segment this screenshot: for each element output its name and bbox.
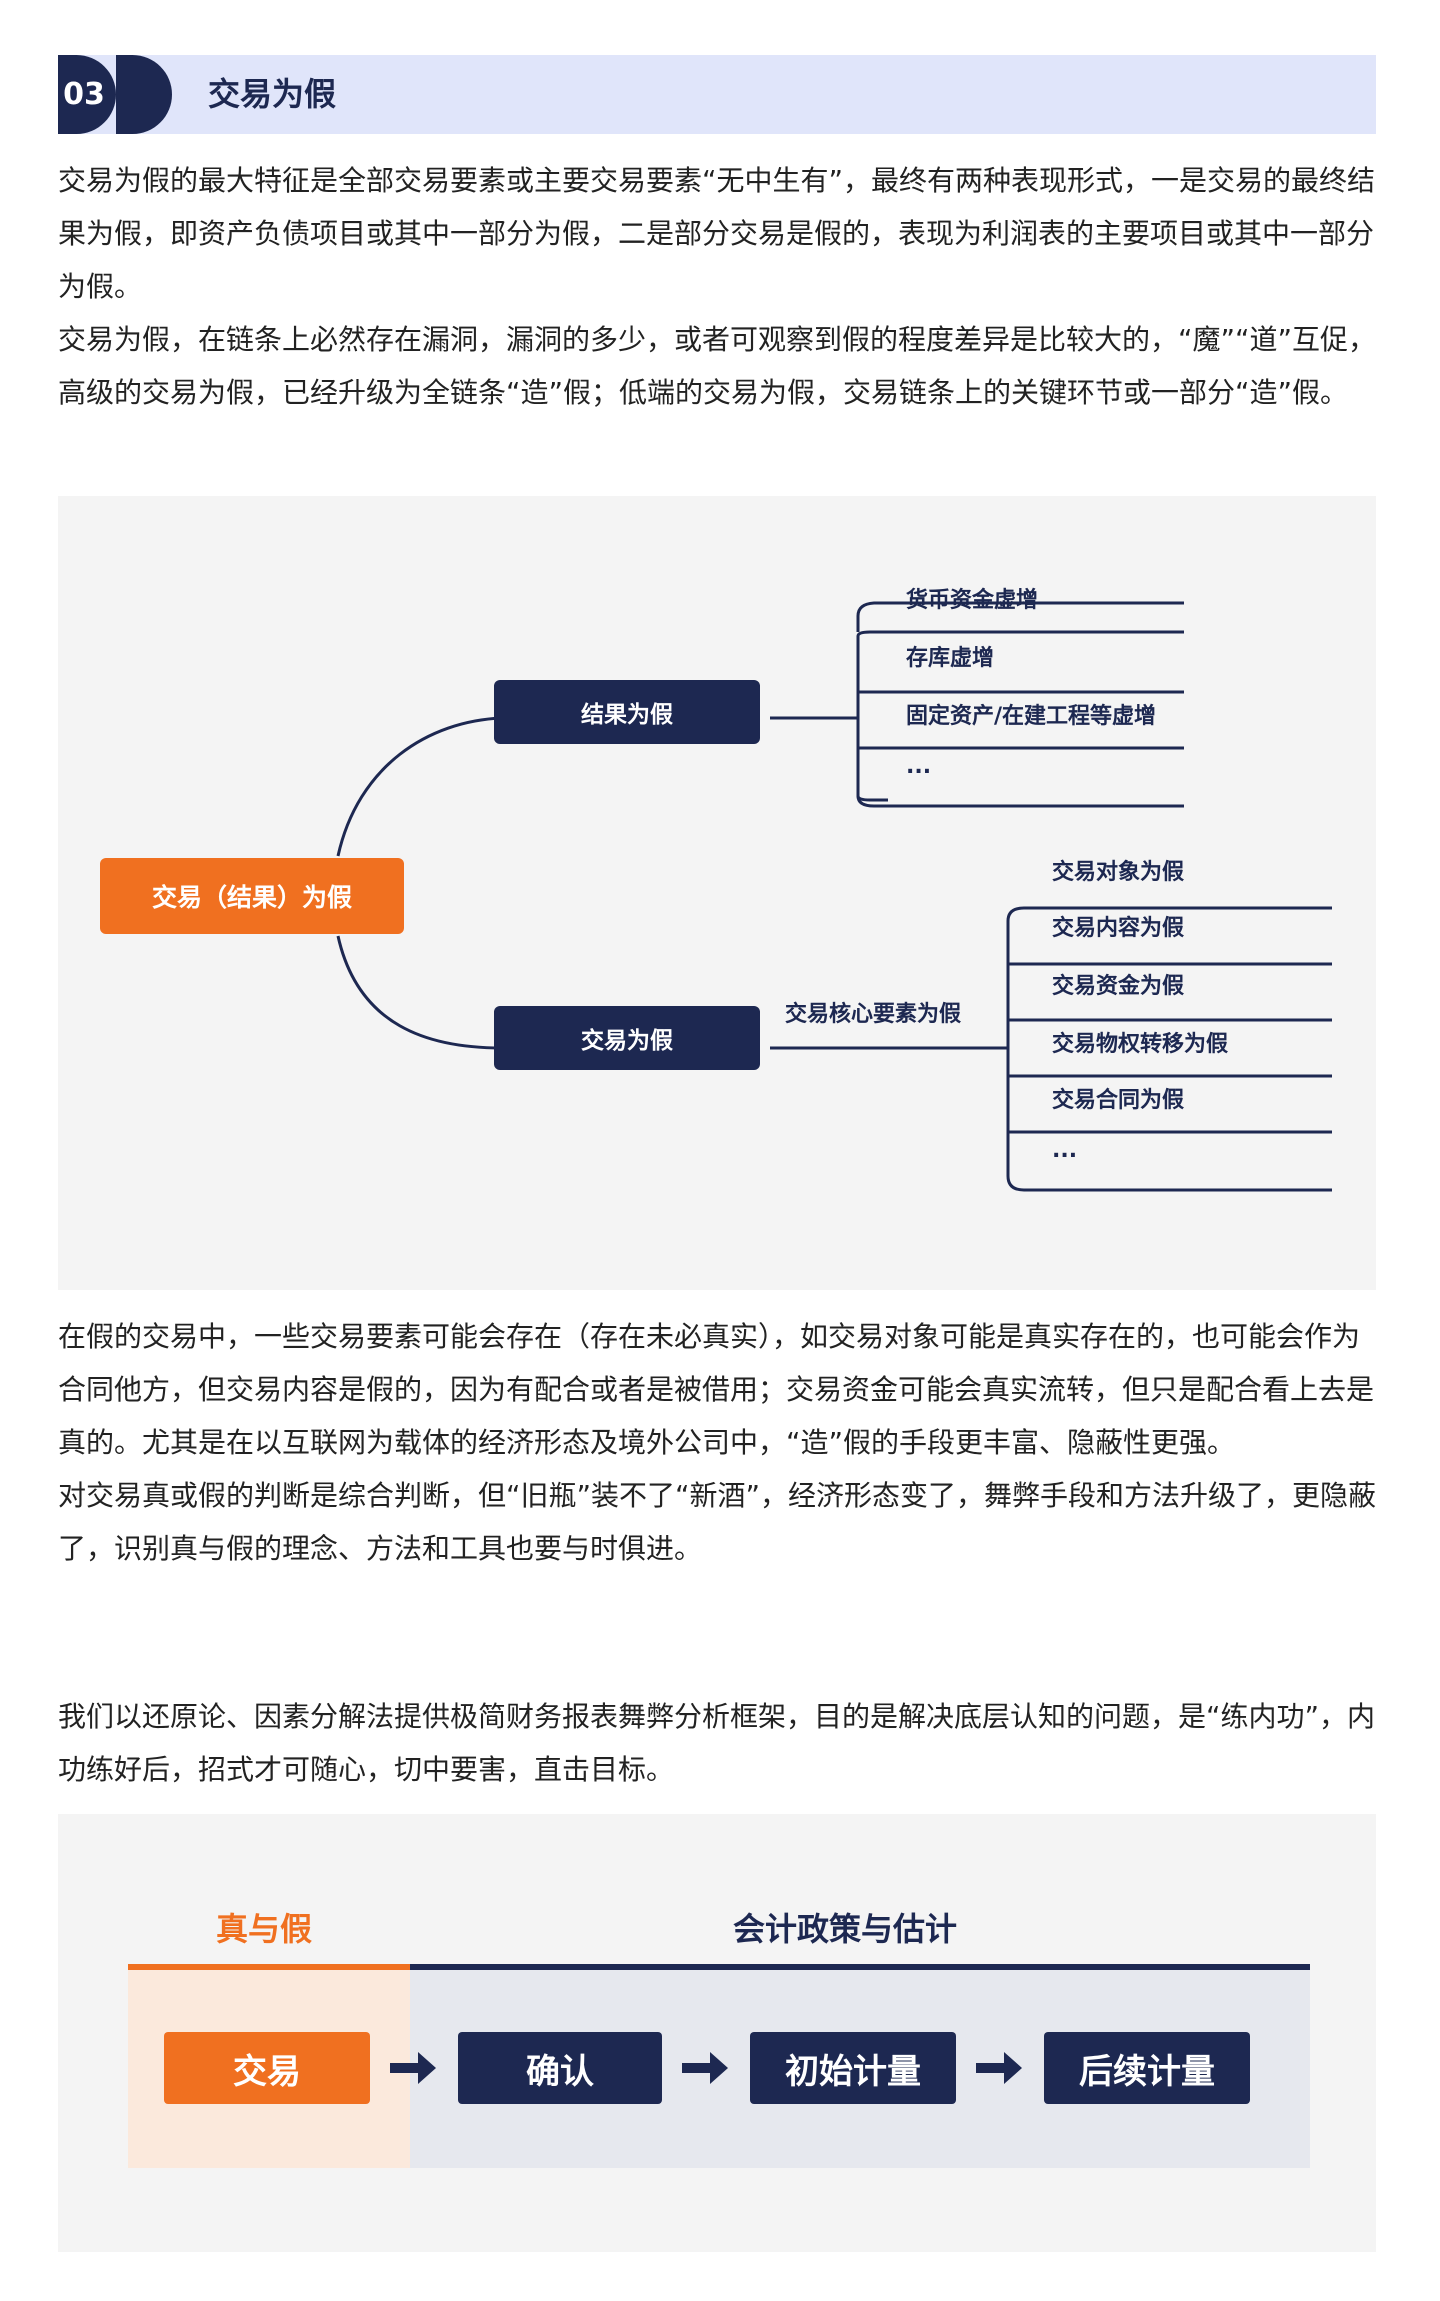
section-badge-shape [116,55,172,134]
leaf-item: 交易物权转移为假 [1052,1032,1229,1057]
flow-step-subsequent-measurement: 后续计量 [1044,2032,1250,2104]
branch-result-node: 结果为假 [494,680,760,744]
leaf-item: 交易内容为假 [1052,916,1185,941]
paragraph: 对交易真或假的判断是综合判断，但“旧瓶”装不了“新酒”，经济形态变了，舞弊手段和… [58,1479,1377,1565]
leaf-item: 存库虚增 [906,646,995,671]
leaf-item: 货币资金虚增 [906,588,1039,613]
sub-branch-label: 交易核心要素为假 [785,1002,962,1027]
arrow-right-icon [682,2052,728,2084]
flow-step-initial-measurement: 初始计量 [750,2032,956,2104]
closing-text: 我们以还原论、因素分解法提供极简财务报表舞弊分析框架，目的是解决底层认知的问题，… [58,1690,1380,1796]
arrow-right-icon [390,2052,436,2084]
arrow-right-icon [976,2052,1022,2084]
paragraph: 我们以还原论、因素分解法提供极简财务报表舞弊分析框架，目的是解决底层认知的问题，… [58,1700,1376,1786]
paragraph: 在假的交易中，一些交易要素可能会存在（存在未必真实），如交易对象可能是真实存在的… [58,1320,1375,1459]
policy-rule [410,1964,1310,1970]
mindmap-connectors [336,601,1332,1192]
tab-true-false: 真与假 [216,1910,313,1948]
leaf-item: 交易对象为假 [1052,860,1185,885]
flow-step-trade: 交易 [164,2032,370,2104]
branch-trade-node: 交易为假 [494,1006,760,1070]
mindmap-root-node: 交易（结果）为假 [100,858,404,934]
leaf-item: 交易资金为假 [1052,974,1185,999]
true-false-rule [128,1964,410,1970]
leaf-item: 固定资产/在建工程等虚增 [906,704,1157,729]
section-number-badge: 03 [58,55,116,134]
middle-text: 在假的交易中，一些交易要素可能会存在（存在未必真实），如交易对象可能是真实存在的… [58,1310,1380,1575]
flow-figure: 真与假 会计政策与估计 交易 确认 初始计量 后续计量 [58,1814,1376,2252]
section-header: 03 交易为假 [58,55,1376,134]
mindmap-figure: 交易（结果）为假 结果为假 交易为假 货币资金虚增 存库虚增 固定资产/在建工程… [58,496,1376,1290]
intro-text: 交易为假的最大特征是全部交易要素或主要交易要素“无中生有”，最终有两种表现形式，… [58,154,1380,419]
leaf-item: ... [1052,1138,1078,1163]
leaf-item: ... [906,754,932,779]
flow-step-recognition: 确认 [458,2032,662,2104]
paragraph: 交易为假的最大特征是全部交易要素或主要交易要素“无中生有”，最终有两种表现形式，… [58,164,1376,303]
tab-policy: 会计政策与估计 [733,1910,958,1948]
section-title: 交易为假 [208,75,337,113]
paragraph: 交易为假，在链条上必然存在漏洞，漏洞的多少，或者可观察到假的程度差异是比较大的，… [58,323,1377,409]
leaf-item: 交易合同为假 [1052,1088,1185,1113]
